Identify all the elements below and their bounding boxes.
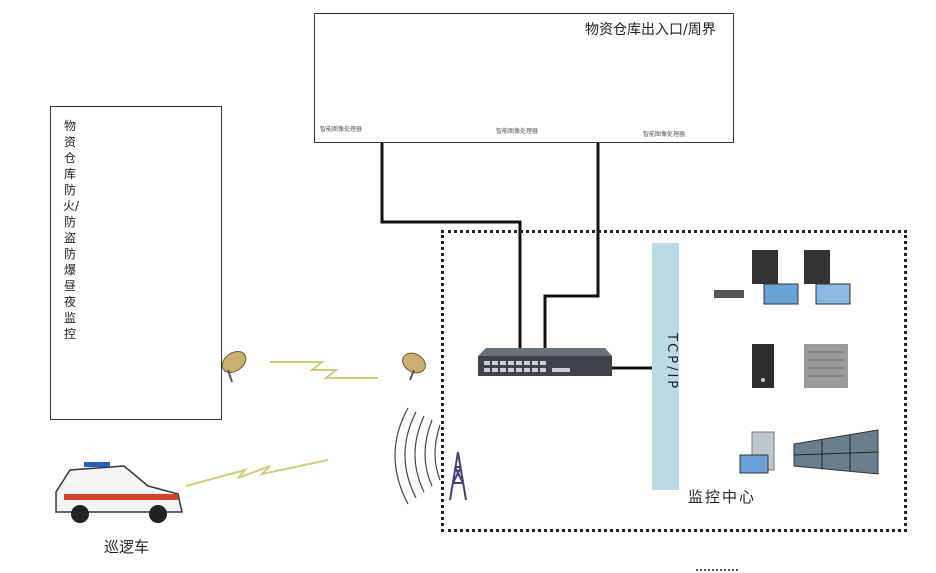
warehouse-monitor-label: 物资仓库防火/防盗防爆昼夜监控 <box>63 119 80 341</box>
tower-icon <box>449 451 467 501</box>
network-switch-icon <box>478 348 612 376</box>
warehouse-monitor-box <box>50 106 222 420</box>
signal-waves-icon <box>394 407 441 505</box>
wireless-link-car <box>185 459 329 487</box>
warehouse-entrance-box <box>314 13 734 143</box>
video-wall-icon <box>793 429 879 475</box>
workstation-icon-2 <box>804 250 851 305</box>
monitor-workstation-icon <box>739 431 775 474</box>
satellite-dish-icon-left <box>221 351 247 383</box>
wireless-link-dish <box>270 361 378 379</box>
monitoring-center-area <box>441 230 907 532</box>
warehouse-entrance-title: 物资仓库出入口/周界 <box>585 22 716 38</box>
car-icon <box>55 462 183 523</box>
server-icon <box>752 344 774 388</box>
storage-array-icon <box>804 344 848 388</box>
link-processor-2 <box>543 140 600 352</box>
satellite-dish-icon-right <box>402 352 426 381</box>
processor-label-3: 智能图像处理器 <box>643 131 686 138</box>
workstation-icon-1 <box>714 250 799 305</box>
tcp-ip-label: TCP/IP <box>664 333 679 392</box>
tcp-ip-bus: TCP/IP <box>652 243 679 490</box>
link-processor-1 <box>380 140 522 352</box>
monitoring-center-label: 监控中心 <box>688 488 757 506</box>
processor-label-2: 智能图像处理器 <box>496 128 539 135</box>
patrol-car-label: 巡逻车 <box>104 538 150 556</box>
processor-label-1: 智能图像处理器 <box>320 126 363 133</box>
